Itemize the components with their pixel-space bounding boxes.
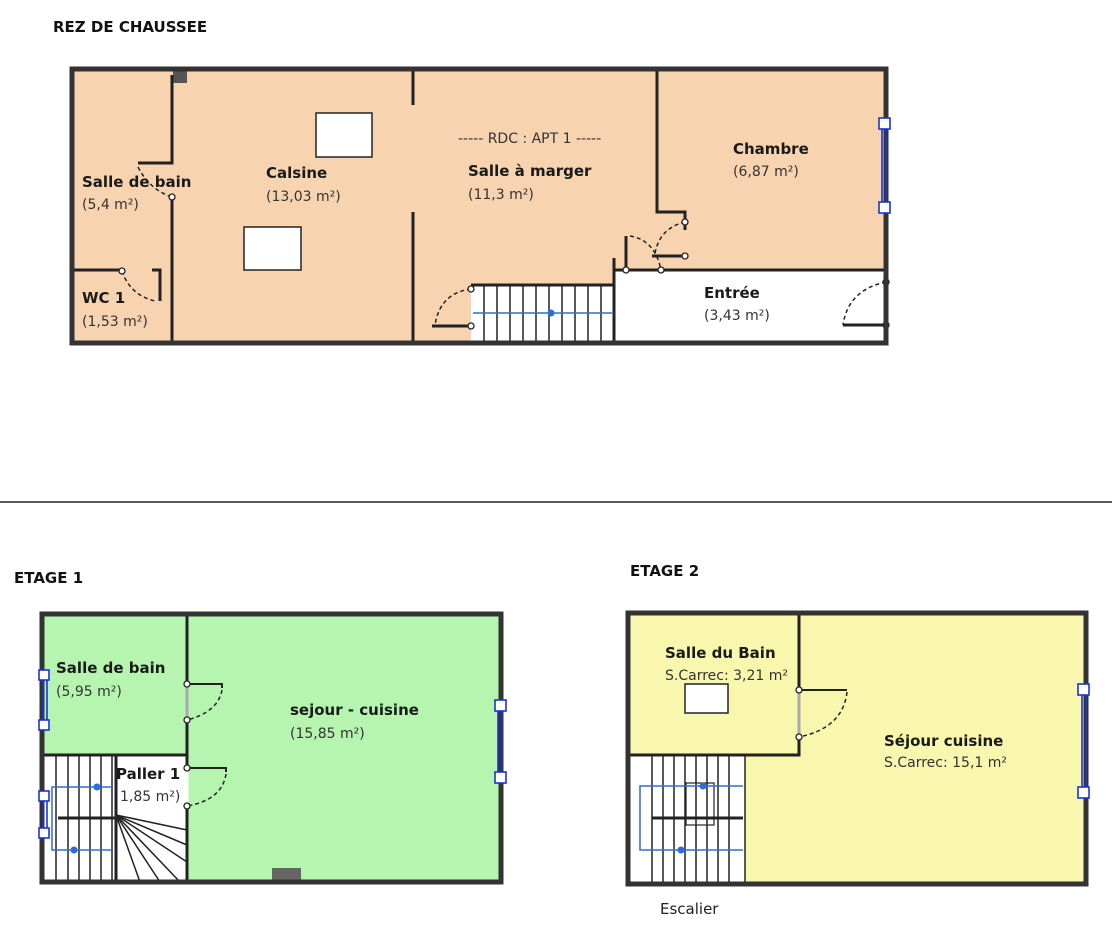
room-name: Salle de bain bbox=[82, 173, 191, 191]
room-area: (1,53 m²) bbox=[82, 314, 148, 330]
room-name: sejour - cuisine bbox=[290, 701, 419, 719]
room-area: (15,85 m²) bbox=[290, 726, 365, 742]
room-name: Chambre bbox=[733, 140, 809, 158]
room-name: Salle de bain bbox=[56, 659, 165, 677]
etage2-window bbox=[1077, 683, 1090, 799]
room-area: (11,3 m²) bbox=[468, 187, 534, 203]
room-name: Salle du Bain bbox=[665, 644, 776, 662]
heater bbox=[272, 868, 301, 880]
room-name: Calsine bbox=[266, 164, 327, 182]
sink bbox=[684, 683, 729, 714]
room-name: Salle à marger bbox=[468, 162, 592, 180]
room-area: (5,95 m²) bbox=[56, 684, 122, 700]
apt-label: ----- RDC : APT 1 ----- bbox=[458, 131, 601, 147]
room-area: (13,03 m²) bbox=[266, 189, 341, 205]
room-name: Séjour cuisine bbox=[884, 732, 1003, 750]
room-area: S.Carrec: 15,1 m² bbox=[884, 755, 1007, 771]
rdc-title: REZ DE CHAUSSEE bbox=[53, 18, 207, 36]
rdc-plan bbox=[69, 66, 891, 346]
entree-floor bbox=[614, 270, 886, 343]
room-area: (6,87 m²) bbox=[733, 164, 799, 180]
room-area: S.Carrec: 3,21 m² bbox=[665, 668, 788, 684]
room-area: (5,4 m²) bbox=[82, 197, 139, 213]
etage1-plan bbox=[38, 611, 507, 885]
etage1-stairs bbox=[51, 755, 188, 883]
room-name: Paller 1 bbox=[116, 765, 180, 783]
etage2-title: ETAGE 2 bbox=[630, 562, 699, 580]
room-name: WC 1 bbox=[82, 289, 125, 307]
rdc-stairs bbox=[471, 283, 614, 343]
etage1-title: ETAGE 1 bbox=[14, 569, 83, 587]
etage2-stairs bbox=[639, 755, 743, 884]
kitchen-fixture bbox=[243, 226, 302, 271]
rdc-stairs-floor bbox=[471, 285, 614, 343]
etage2-plan bbox=[625, 610, 1090, 887]
etage1-windows bbox=[38, 669, 507, 839]
room-area: 1,85 m²) bbox=[120, 789, 180, 805]
rdc-window bbox=[878, 117, 891, 214]
room-area: (3,43 m²) bbox=[704, 308, 770, 324]
chimney bbox=[173, 71, 187, 83]
room-name: Entrée bbox=[704, 284, 760, 302]
kitchen-fixture bbox=[315, 112, 373, 158]
stairs-label: Escalier bbox=[660, 900, 719, 918]
